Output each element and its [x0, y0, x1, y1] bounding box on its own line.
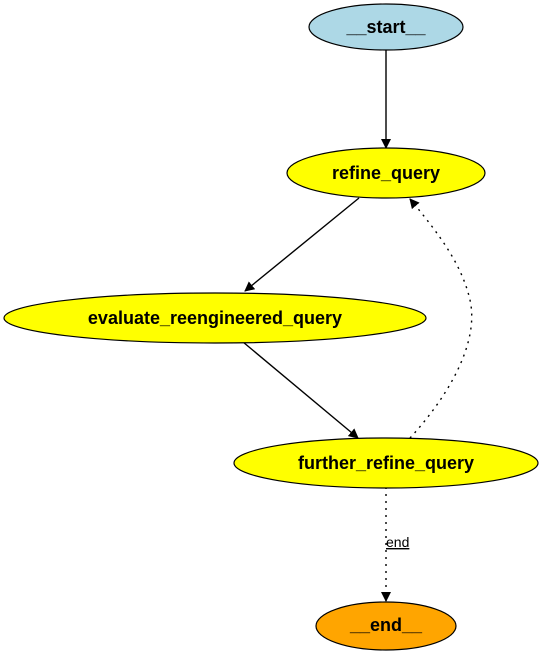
node-evaluate-reengineered-query[interactable]: evaluate_reengineered_query [3, 292, 427, 344]
node-end-label: __end__ [349, 615, 423, 635]
node-refine-query-label: refine_query [332, 163, 440, 183]
node-evaluate-reengineered-query-label: evaluate_reengineered_query [88, 308, 342, 328]
node-start-shape [308, 3, 464, 51]
edge-further-refine-to-refine-query [409, 198, 473, 439]
node-refine-query-shape [286, 147, 486, 199]
node-start-label: __start__ [345, 17, 426, 37]
node-evaluate-reengineered-query-shape [3, 292, 427, 344]
node-end-shape [315, 601, 457, 651]
node-further-refine-query[interactable]: further_refine_query [233, 437, 539, 489]
node-further-refine-query-label: further_refine_query [298, 453, 474, 473]
node-further-refine-query-shape [233, 437, 539, 489]
node-end[interactable]: __end__ [315, 601, 457, 651]
node-start[interactable]: __start__ [308, 3, 464, 51]
edges: end [242, 50, 473, 602]
node-refine-query[interactable]: refine_query [286, 147, 486, 199]
edge-evaluate-to-further-refine [242, 341, 359, 439]
end-edge-label: end [386, 534, 409, 550]
edge-refine-query-to-evaluate [244, 197, 360, 292]
